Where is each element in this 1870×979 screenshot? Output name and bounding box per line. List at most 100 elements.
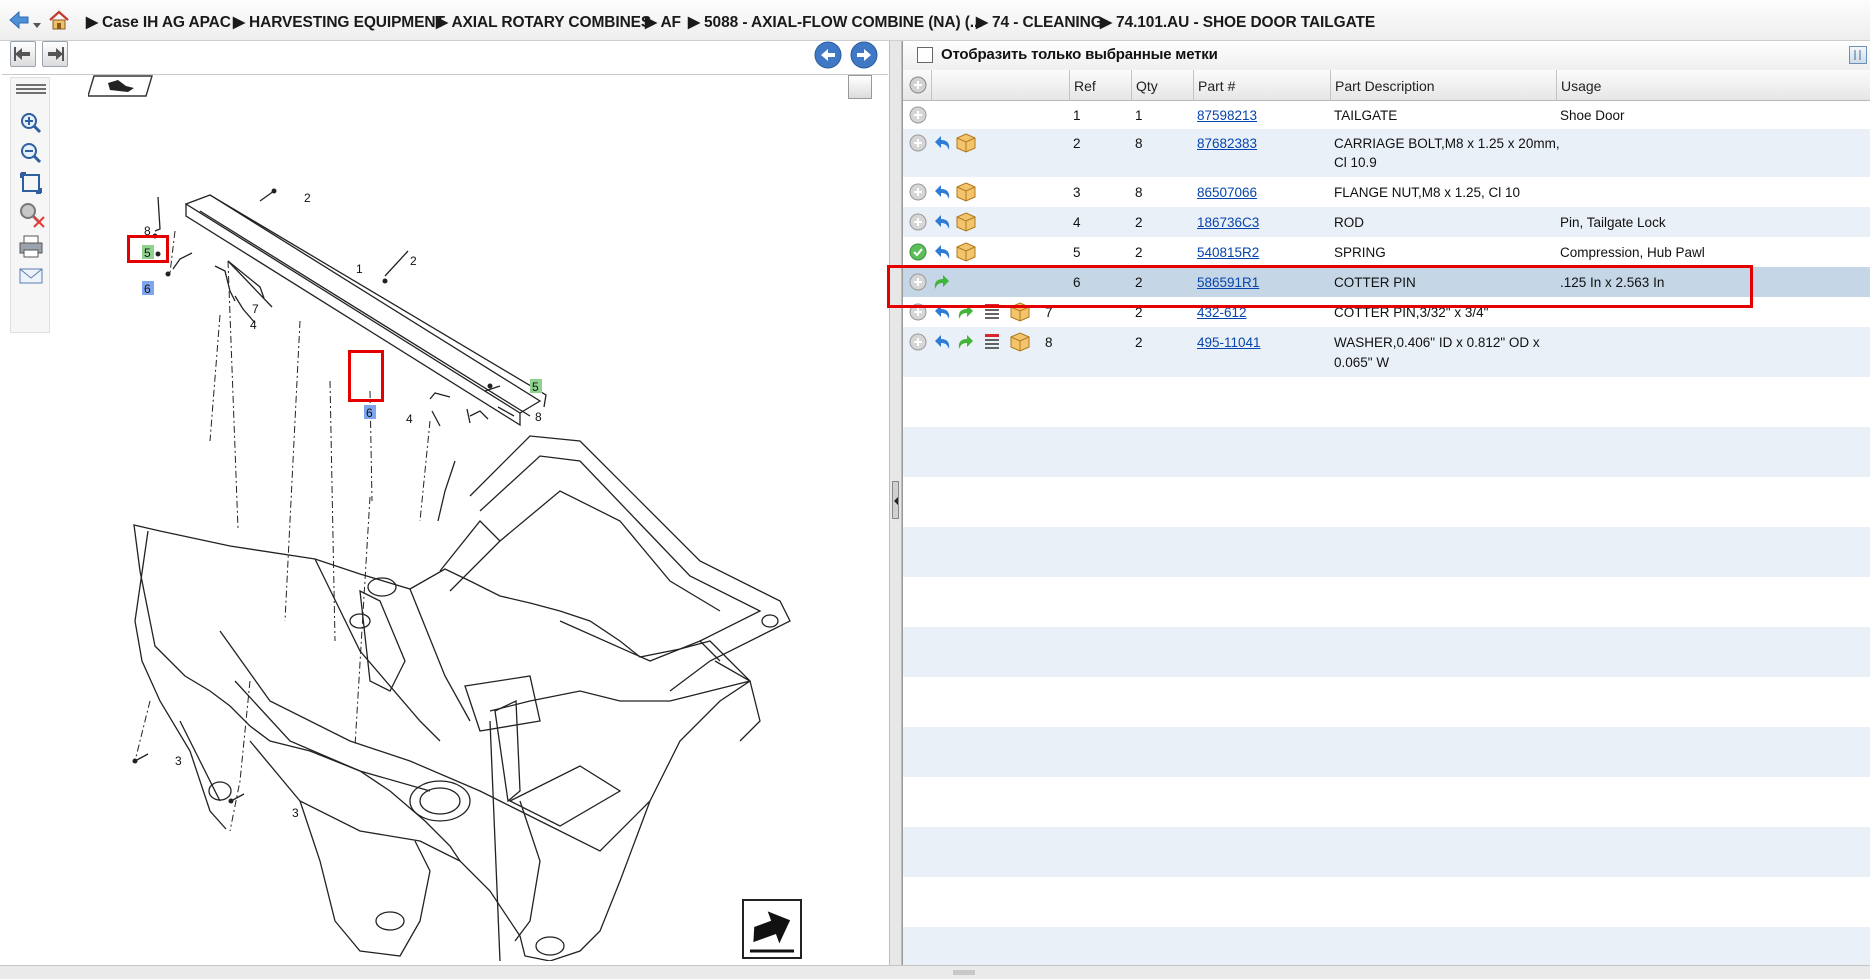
table-row[interactable]: 4 2 186736C3 ROD Pin, Tailgate Lock <box>903 207 1870 237</box>
header-usage[interactable]: Usage <box>1556 70 1870 101</box>
callout-number[interactable]: 5 <box>144 246 151 260</box>
callout-number[interactable]: 5 <box>532 380 539 394</box>
add-circle-icon[interactable] <box>907 104 929 126</box>
breadcrumb-item[interactable]: ▶ HARVESTING EQUIPMENT <box>233 14 445 31</box>
part-number-link[interactable]: 586591R1 <box>1197 275 1260 290</box>
menu-lines-icon[interactable] <box>14 77 48 107</box>
clear-zoom-icon[interactable] <box>14 199 48 229</box>
breadcrumb-item[interactable]: ▶ 5088 - AXIAL-FLOW COMBINE (NA) (... <box>688 14 983 31</box>
zoom-out-icon[interactable] <box>14 138 48 168</box>
expand-all-icon[interactable] <box>909 76 927 94</box>
prev-page-button[interactable] <box>10 41 36 67</box>
add-circle-icon[interactable] <box>907 331 929 353</box>
splitter-handle[interactable] <box>892 481 899 519</box>
table-row[interactable]: 3 8 86507066 FLANGE NUT,M8 x 1.25, Cl 10 <box>903 177 1870 207</box>
callout-number[interactable]: 6 <box>366 406 373 420</box>
table-row[interactable]: 5 2 540815R2 SPRING Compression, Hub Paw… <box>903 237 1870 267</box>
cell-ref: 1 <box>1073 108 1081 123</box>
callout-number[interactable]: 4 <box>406 412 413 426</box>
table-header: Ref Qty Part # Part Description Usage <box>903 70 1870 101</box>
cell-description: COTTER PIN <box>1334 275 1416 290</box>
package-icon[interactable] <box>955 132 977 154</box>
package-icon[interactable] <box>1009 331 1031 353</box>
part-number-link[interactable]: 495-11041 <box>1197 335 1261 350</box>
filter-bar: Отобразить только выбранные метки <box>903 41 1870 70</box>
package-icon[interactable] <box>955 241 977 263</box>
header-part-description[interactable]: Part Description <box>1330 70 1556 101</box>
add-circle-icon[interactable] <box>907 271 929 293</box>
fit-to-window-icon[interactable] <box>14 168 48 198</box>
breadcrumb-label: AF <box>660 14 681 31</box>
callout-number[interactable]: 2 <box>304 191 311 205</box>
columns-icon[interactable] <box>1849 46 1867 64</box>
package-icon[interactable] <box>955 181 977 203</box>
callout-number[interactable]: 2 <box>410 254 417 268</box>
return-arrow-icon[interactable] <box>931 241 953 263</box>
part-number-link[interactable]: 86507066 <box>1197 185 1258 200</box>
breadcrumb-item[interactable]: ▶ 74.101.AU - SHOE DOOR TAILGATE <box>1100 14 1376 31</box>
table-row[interactable]: 1 1 87598213 TAILGATE Shoe Door <box>903 101 1870 129</box>
forward-arrow-icon[interactable] <box>931 271 953 293</box>
callout-number[interactable]: 7 <box>252 302 259 316</box>
part-number-link[interactable]: 87598213 <box>1197 108 1258 123</box>
table-row[interactable]: 8 2 495-11041 WASHER,0.406" ID x 0.812" … <box>903 327 1870 377</box>
table-row[interactable]: 7 2 432-612 COTTER PIN,3/32" x 3/4" <box>903 297 1870 327</box>
callout-number[interactable]: 3 <box>175 754 182 768</box>
return-arrow-icon[interactable] <box>931 181 953 203</box>
forward-arrow-icon[interactable] <box>955 331 977 353</box>
diagram-panel: 2 8 5 6 7 4 1 2 5 6 4 8 3 3 <box>0 41 889 965</box>
empty-row <box>903 377 1870 427</box>
callout-number[interactable]: 8 <box>535 410 542 424</box>
header-part-number[interactable]: Part # <box>1193 70 1330 101</box>
header-qty[interactable]: Qty <box>1131 70 1193 101</box>
return-arrow-icon[interactable] <box>931 331 953 353</box>
back-arrow-icon[interactable] <box>8 10 30 30</box>
hotspot-toggle-icon[interactable] <box>87 74 154 98</box>
return-arrow-icon[interactable] <box>931 211 953 233</box>
next-hotspot-button[interactable] <box>850 41 878 69</box>
breadcrumb-item[interactable]: ▶ Case IH AG APAC <box>86 14 231 31</box>
header-ref[interactable]: Ref <box>1069 70 1131 101</box>
table-row-selected[interactable]: 6 2 586591R1 COTTER PIN .125 In x 2.563 … <box>903 267 1870 297</box>
filter-checkbox[interactable] <box>917 47 933 63</box>
home-icon[interactable] <box>47 8 71 32</box>
callout-number[interactable]: 1 <box>356 262 363 276</box>
diagram-options-button[interactable] <box>848 75 872 99</box>
part-number-link[interactable]: 87682383 <box>1197 136 1258 151</box>
previous-hotspot-button[interactable] <box>814 41 842 69</box>
part-number-link[interactable]: 186736C3 <box>1197 215 1260 230</box>
exit-fullscreen-icon[interactable] <box>742 899 802 959</box>
package-icon[interactable] <box>955 211 977 233</box>
cell-ref: 6 <box>1073 275 1081 290</box>
print-icon[interactable] <box>14 231 48 261</box>
panel-splitter[interactable] <box>889 41 902 965</box>
add-circle-icon[interactable] <box>907 132 929 154</box>
resize-grip[interactable] <box>953 970 975 975</box>
add-circle-icon[interactable] <box>907 301 929 323</box>
cell-ref: 7 <box>1045 305 1053 320</box>
breadcrumb-item[interactable]: ▶ AF <box>645 14 681 31</box>
cell-qty: 2 <box>1135 215 1143 230</box>
breadcrumb-item[interactable]: ▶ 74 - CLEANING <box>976 14 1103 31</box>
add-circle-icon[interactable] <box>907 181 929 203</box>
return-arrow-icon[interactable] <box>931 301 953 323</box>
part-number-link[interactable]: 432-612 <box>1197 305 1247 320</box>
add-circle-icon[interactable] <box>907 211 929 233</box>
chevron-down-icon[interactable] <box>32 17 42 28</box>
check-circle-icon[interactable] <box>907 241 929 263</box>
callout-number[interactable]: 6 <box>144 282 151 296</box>
next-page-button[interactable] <box>42 41 68 67</box>
table-row[interactable]: 2 8 87682383 CARRIAGE BOLT,M8 x 1.25 x 2… <box>903 129 1870 177</box>
list-icon[interactable] <box>981 331 1003 353</box>
cell-qty: 8 <box>1135 185 1143 200</box>
zoom-in-icon[interactable] <box>14 108 48 138</box>
email-icon[interactable] <box>14 261 48 291</box>
forward-arrow-icon[interactable] <box>955 301 977 323</box>
return-arrow-icon[interactable] <box>931 132 953 154</box>
callout-number[interactable]: 8 <box>144 224 151 238</box>
breadcrumb-label: 74 - CLEANING <box>992 14 1103 31</box>
callout-number[interactable]: 4 <box>250 318 257 332</box>
callout-number[interactable]: 3 <box>292 806 299 820</box>
breadcrumb-item[interactable]: ▶ AXIAL ROTARY COMBINES <box>436 14 652 31</box>
part-number-link[interactable]: 540815R2 <box>1197 245 1260 260</box>
